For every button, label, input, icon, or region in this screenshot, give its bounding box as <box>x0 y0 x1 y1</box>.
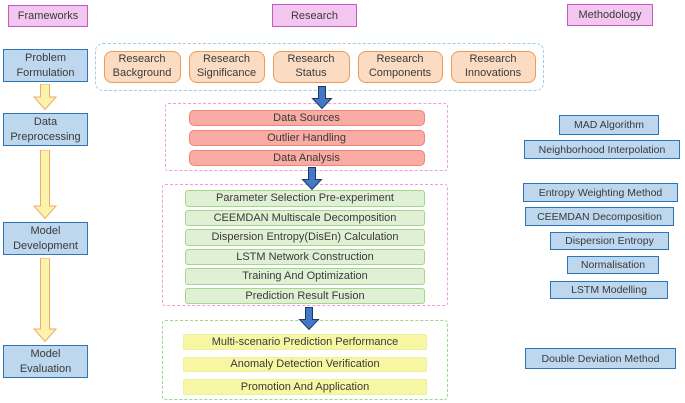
research-header: Research <box>272 4 357 27</box>
down-arrow-icon <box>311 86 333 109</box>
down-arrow-icon <box>301 167 323 190</box>
evaluation-section: Multi-scenario Prediction Performance An… <box>162 320 448 400</box>
frameworks-header: Frameworks <box>8 5 88 27</box>
method-normalisation: Normalisation <box>567 256 659 274</box>
method-dispersion-entropy: Dispersion Entropy <box>550 232 669 250</box>
promotion-application-box: Promotion And Application <box>183 379 427 395</box>
method-entropy-weighting: Entropy Weighting Method <box>523 183 678 202</box>
model-section: Parameter Selection Pre-experiment CEEMD… <box>162 184 448 306</box>
down-arrow-icon <box>298 307 320 330</box>
overview-research-background: Research Background <box>103 51 181 83</box>
outlier-handling-box: Outlier Handling <box>188 130 425 146</box>
stage-model-development: Model Development <box>3 222 88 255</box>
overview-research-status: Research Status <box>272 51 350 83</box>
down-arrow-icon <box>30 84 60 110</box>
data-section: Data Sources Outlier Handling Data Analy… <box>165 103 448 171</box>
dispersion-entropy-calculation-box: Dispersion Entropy(DisEn) Calculation <box>185 229 425 246</box>
method-lstm-modelling: LSTM Modelling <box>550 281 668 299</box>
methodology-header: Methodology <box>567 4 653 26</box>
down-arrow-icon <box>30 258 60 342</box>
overview-research-components: Research Components <box>357 51 443 83</box>
data-analysis-box: Data Analysis <box>188 150 425 166</box>
training-optimization-box: Training And Optimization <box>185 268 425 285</box>
method-double-deviation: Double Deviation Method <box>525 348 676 369</box>
anomaly-detection-box: Anomaly Detection Verification <box>183 356 427 372</box>
research-overview-section: Research Background Research Significanc… <box>95 43 544 91</box>
stage-problem-formulation: Problem Formulation <box>3 49 88 82</box>
ceemdan-decomposition-box: CEEMDAN Multiscale Decomposition <box>185 209 425 226</box>
down-arrow-icon <box>30 150 60 219</box>
overview-research-significance: Research Significance <box>188 51 265 83</box>
stage-data-preprocessing: Data Preprocessing <box>3 113 88 146</box>
prediction-result-fusion-box: Prediction Result Fusion <box>185 287 425 304</box>
stage-model-evaluation: Model Evaluation <box>3 345 88 378</box>
overview-research-innovations: Research Innovations <box>450 51 536 83</box>
parameter-selection-box: Parameter Selection Pre-experiment <box>185 190 425 207</box>
method-neighborhood-interpolation: Neighborhood Interpolation <box>524 140 680 159</box>
method-ceemdan-decomposition: CEEMDAN Decomposition <box>525 207 674 226</box>
lstm-network-construction-box: LSTM Network Construction <box>185 248 425 265</box>
data-sources-box: Data Sources <box>188 110 425 126</box>
multi-scenario-performance-box: Multi-scenario Prediction Performance <box>183 334 427 350</box>
method-mad-algorithm: MAD Algorithm <box>559 115 659 135</box>
